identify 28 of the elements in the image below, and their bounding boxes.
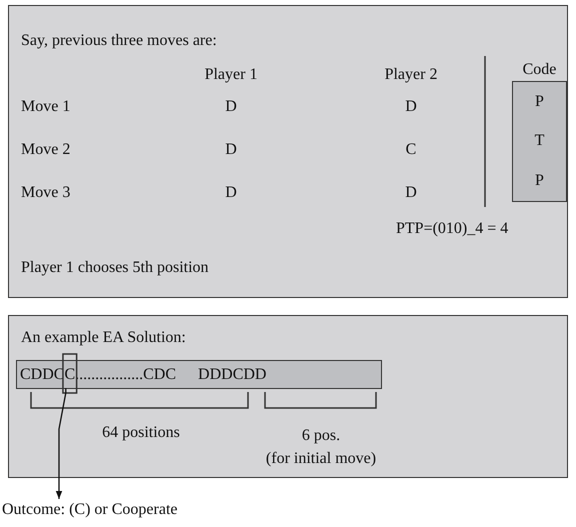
table-cell: Move 3 xyxy=(21,184,70,202)
outcome-text: Outcome: (C) or Cooperate xyxy=(2,501,178,519)
bracket-label: 64 positions xyxy=(102,424,180,442)
table-cell: D xyxy=(225,184,237,202)
code-letter: P xyxy=(535,172,544,190)
bracket-label: 6 pos. xyxy=(302,427,340,445)
column-header: Code xyxy=(522,61,556,79)
panel-text: Player 1 chooses 5th position xyxy=(21,259,209,277)
panel-text: An example EA Solution: xyxy=(21,329,186,347)
table-cell: Move 2 xyxy=(21,141,70,159)
move-string: DDDCDD xyxy=(198,366,266,384)
panel-text: Say, previous three moves are: xyxy=(21,32,217,50)
table-cell: D xyxy=(225,98,237,116)
table-cell: D xyxy=(225,141,237,159)
code-box xyxy=(512,81,567,202)
table-cell: D xyxy=(405,184,417,202)
table-cell: Move 1 xyxy=(21,98,70,116)
arrow xyxy=(56,388,66,499)
panel xyxy=(8,5,568,298)
table-cell: C xyxy=(406,141,416,159)
formula-text: PTP=(010)_4 = 4 xyxy=(396,220,508,238)
bracket-label: (for initial move) xyxy=(266,450,376,468)
panel xyxy=(8,315,568,478)
table-cell: Player 1 xyxy=(204,66,258,84)
code-letter: P xyxy=(535,92,544,111)
table-cell: Player 2 xyxy=(384,66,438,84)
table-cell: D xyxy=(405,98,417,116)
code-letter: T xyxy=(534,132,544,150)
